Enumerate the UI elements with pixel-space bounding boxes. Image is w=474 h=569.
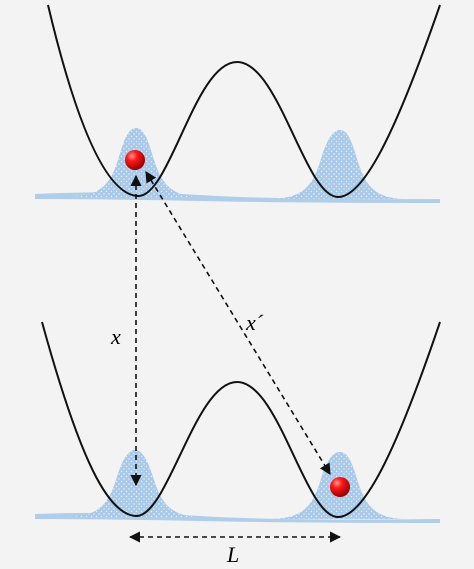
bottom-particle [330,477,350,497]
diagonal-distance-arrow [145,171,331,475]
top-potential-curve [47,4,441,199]
diagonal-distance-label: x´ [245,310,264,335]
top-right-wavepacket-texture [272,130,404,199]
top-particle [125,150,145,170]
well-separation-label: L [226,542,239,567]
vertical-distance-label: x [110,324,121,349]
